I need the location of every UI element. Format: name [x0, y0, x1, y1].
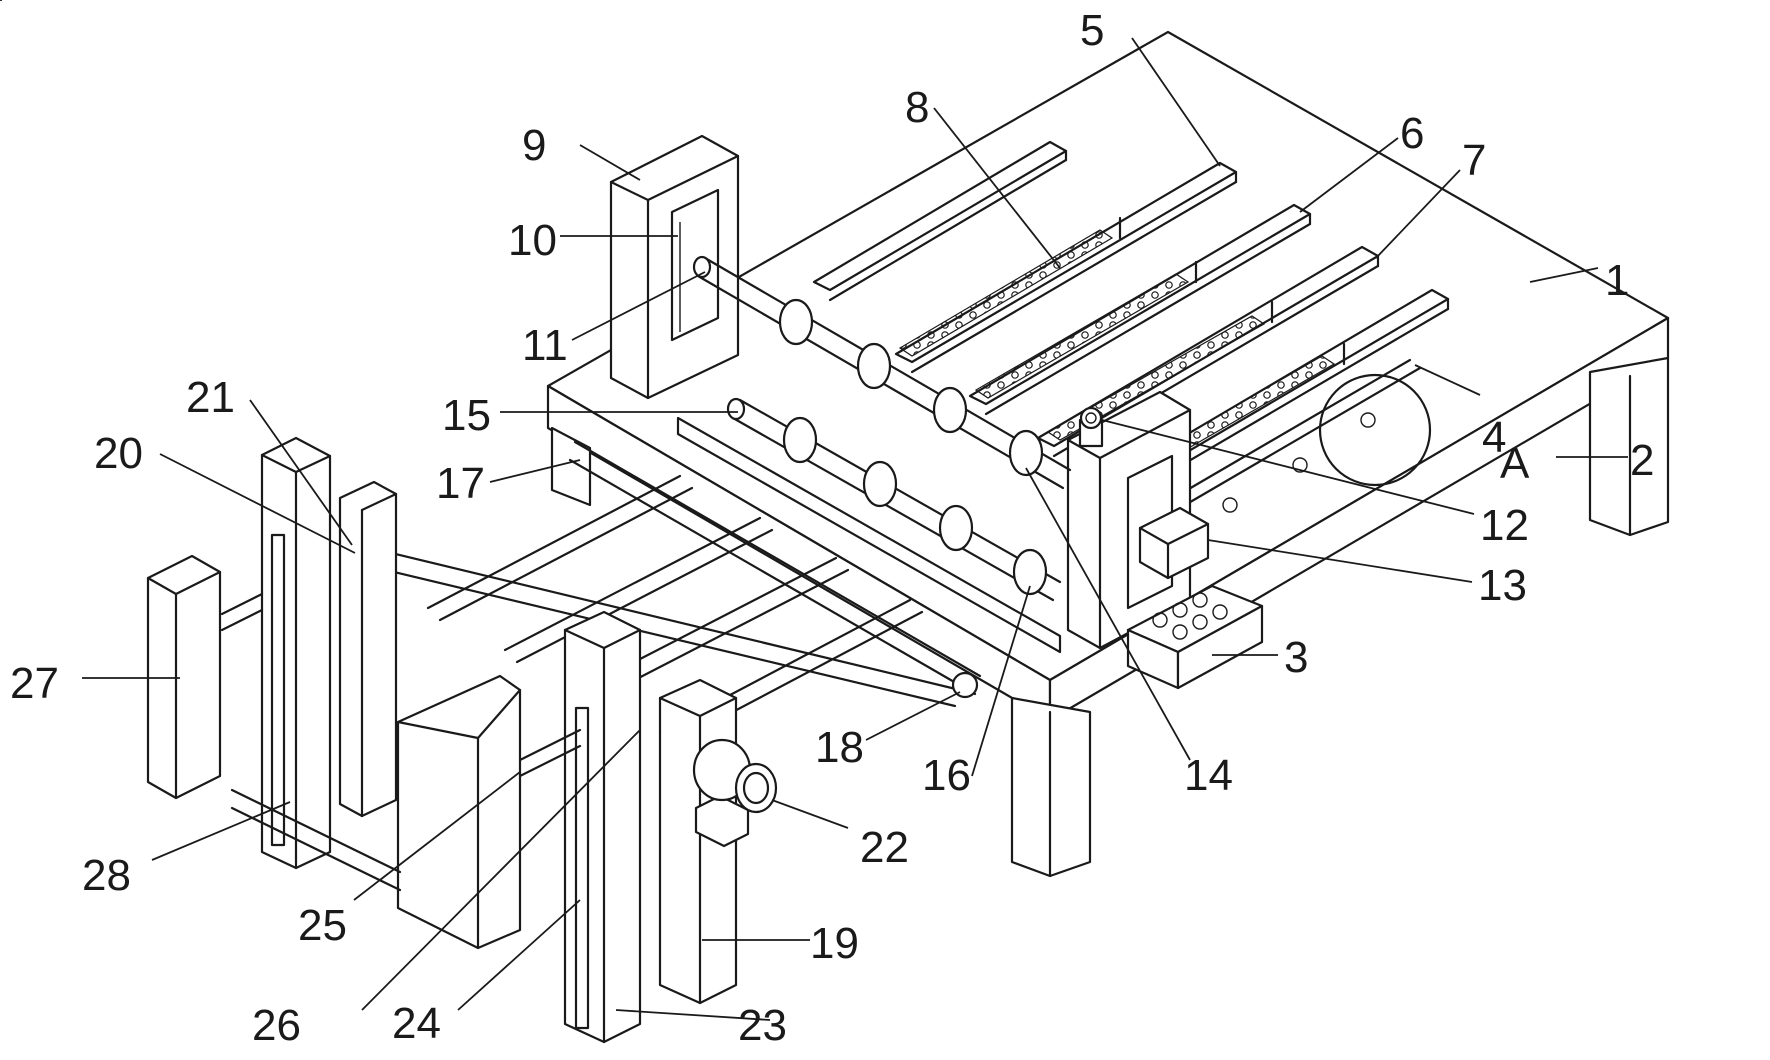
label-14: 14 [1184, 751, 1233, 800]
label-16: 16 [922, 751, 971, 800]
post-21 [260, 436, 398, 870]
upper-shaft [692, 255, 1072, 490]
label-1: 1 [1605, 256, 1629, 305]
leader-lines [0, 0, 1628, 1021]
label-21: 21 [186, 373, 235, 422]
label-26: 26 [252, 1001, 301, 1050]
label-28: 28 [82, 851, 131, 900]
post-19 [658, 678, 778, 1005]
post-23 [563, 610, 642, 1044]
label-8: 8 [905, 83, 929, 132]
label-19: 19 [810, 919, 859, 968]
label-4: 4 [1482, 413, 1506, 462]
label-10: 10 [508, 216, 557, 265]
label-3: 3 [1284, 633, 1308, 682]
label-18: 18 [815, 723, 864, 772]
label-A: A [1500, 439, 1530, 488]
label-23: 23 [738, 1001, 787, 1050]
label-27: 27 [10, 659, 59, 708]
lower-shaft [676, 397, 1062, 654]
label-2: 2 [1630, 436, 1654, 485]
label-9: 9 [522, 121, 546, 170]
label-20: 20 [94, 429, 143, 478]
label-22: 22 [860, 823, 909, 872]
label-25: 25 [298, 901, 347, 950]
right-frame [1066, 390, 1210, 650]
label-11: 11 [522, 321, 568, 370]
control-box [1126, 584, 1264, 690]
clamp-27 [146, 554, 582, 950]
label-15: 15 [442, 391, 491, 440]
inner-rail-detail [1168, 358, 1432, 513]
label-12: 12 [1480, 501, 1529, 550]
label-17: 17 [436, 459, 485, 508]
label-5: 5 [1080, 6, 1104, 55]
label-6: 6 [1400, 109, 1424, 158]
label-24: 24 [392, 999, 441, 1048]
label-13: 13 [1478, 561, 1527, 610]
table-legs [550, 356, 1670, 878]
callout-labels: 1 2 3 4 5 6 7 8 9 10 11 12 13 14 15 16 1… [10, 6, 1654, 1050]
label-7: 7 [1462, 136, 1486, 185]
